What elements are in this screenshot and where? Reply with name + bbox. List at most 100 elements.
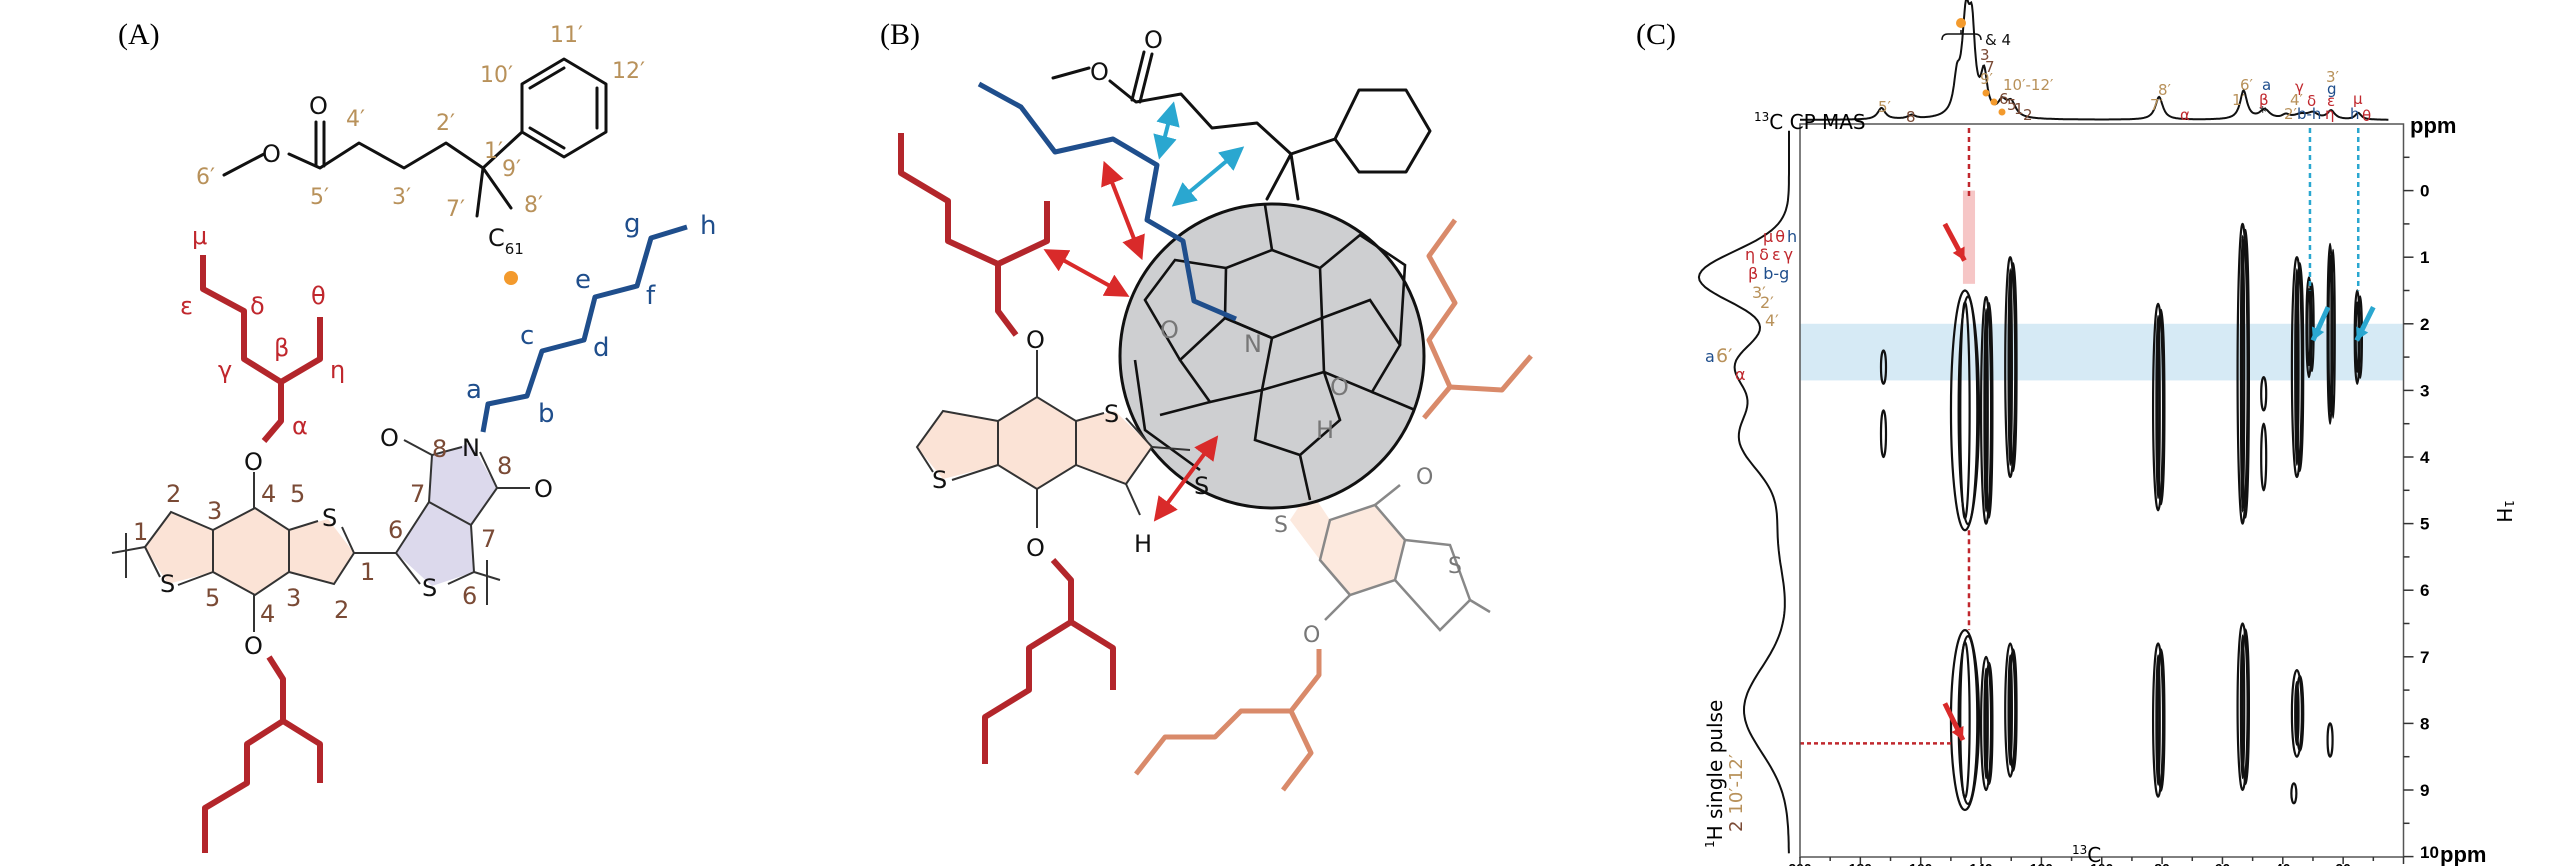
contour bbox=[2241, 628, 2251, 786]
contour bbox=[2007, 268, 2013, 467]
peak-label: 7′ bbox=[2150, 96, 2164, 114]
alkyl-label: d bbox=[593, 333, 610, 363]
c61-text: C bbox=[488, 224, 505, 252]
contour bbox=[2004, 256, 2017, 479]
contour bbox=[2156, 648, 2166, 792]
peak-label: α bbox=[2180, 106, 2190, 124]
pcbm-structure: O O C61 6′ 5′ 4′ 3′ 2′ 1′ 9′ 7′ 8′ 10′ 1… bbox=[196, 23, 645, 285]
x-tick-label: 180 bbox=[1849, 860, 1873, 866]
core-label: 3 bbox=[207, 497, 222, 525]
alkyl-label: c bbox=[520, 321, 534, 351]
label: h bbox=[1787, 227, 1797, 246]
y-axis-title-text: H bbox=[2492, 508, 2516, 523]
pcbm-label: 10′ bbox=[480, 63, 513, 88]
h1-projection-spectrum bbox=[1697, 130, 1790, 854]
x-tick-label: 80 bbox=[2154, 860, 2170, 866]
peak-label: a bbox=[2262, 76, 2271, 94]
atom-s: S bbox=[1274, 513, 1288, 538]
x-tick-label: 20 bbox=[2335, 860, 2351, 866]
contour bbox=[1983, 308, 1989, 513]
cp-mas-title-text: C CP MAS bbox=[1769, 110, 1865, 134]
contour bbox=[2236, 222, 2249, 525]
contour bbox=[2239, 634, 2246, 780]
pcbm-label: 3′ bbox=[392, 185, 411, 210]
contour bbox=[2004, 642, 2017, 778]
projection-title-sup: 1 bbox=[1703, 840, 1717, 848]
cp-mas-peak-labels: & 4 5′ 8 3 7 9′ 10′-12′ 6 5 1 2 7′ 8′ α … bbox=[1878, 31, 2371, 126]
atom-o: O bbox=[1330, 373, 1349, 401]
atom-o: O bbox=[1160, 316, 1179, 344]
y-axis-title: 1H bbox=[2492, 500, 2516, 523]
x-tick-label: 40 bbox=[2275, 860, 2291, 866]
contour bbox=[2241, 228, 2251, 519]
peak-label: 6′ bbox=[2240, 76, 2254, 94]
contour bbox=[2295, 675, 2305, 752]
atom-s: S bbox=[1194, 472, 1209, 500]
core-label: 4 bbox=[261, 480, 276, 508]
contour bbox=[1959, 301, 1971, 520]
atom-o: O bbox=[1026, 534, 1045, 562]
atom-s: S bbox=[322, 504, 337, 532]
peak-label: g bbox=[2327, 80, 2337, 98]
core-label: 1 bbox=[133, 518, 148, 546]
hetcor-plot bbox=[1800, 128, 2404, 812]
cp-mas-title-sup: 13 bbox=[1754, 110, 1769, 124]
x-tick-label: 60 bbox=[2215, 860, 2231, 866]
fullerene-c60: O N O H bbox=[1118, 202, 1426, 510]
label: α bbox=[1735, 365, 1746, 384]
y-tick-label: 4 bbox=[2420, 448, 2430, 467]
peak-label: 1 bbox=[2014, 100, 2024, 118]
side-chain-label: ε bbox=[180, 292, 193, 320]
pcbm-arm: O O bbox=[1051, 26, 1432, 201]
contour bbox=[1957, 635, 1979, 806]
pcbm-label: 4′ bbox=[346, 107, 365, 132]
y-tick-label: 9 bbox=[2420, 781, 2429, 800]
pcbm-label: 7′ bbox=[446, 197, 465, 222]
x-axis-title: 13C bbox=[2072, 843, 2101, 866]
y-tick-label: 5 bbox=[2420, 515, 2429, 534]
atom-o: O bbox=[1144, 26, 1163, 54]
contour bbox=[2294, 268, 2300, 467]
x-tick-label: 140 bbox=[1969, 860, 1993, 866]
core-numbering: 1 2 3 4 5 6 7 7 1 6 2 3 4 5 8 8 bbox=[133, 435, 512, 628]
side-chain-label: μ bbox=[192, 222, 207, 250]
faded-bdt-unit: O O S S bbox=[1274, 465, 1491, 648]
peak-label: ε bbox=[2327, 92, 2335, 110]
contour bbox=[2290, 782, 2298, 805]
alkyl-labels: a b c d e f g h bbox=[466, 209, 716, 429]
c61-marker-dot bbox=[504, 271, 518, 285]
polymer-structure: μ ε δ θ γ β η α a bbox=[111, 209, 716, 853]
contour bbox=[1949, 289, 1981, 532]
correlation-arrows bbox=[1043, 101, 1245, 522]
panel-b: (B) O O S S bbox=[880, 18, 1533, 792]
contour bbox=[1984, 661, 1994, 786]
peak-label: 5 bbox=[2007, 96, 2017, 114]
alkyl-label: f bbox=[646, 281, 656, 311]
projection-assignment: 210′-12′ bbox=[1726, 754, 1747, 832]
peak-label: 7 bbox=[1985, 58, 1995, 76]
plot-frame bbox=[1799, 123, 2405, 858]
y-tick-label: 2 bbox=[2420, 315, 2429, 334]
contour bbox=[2306, 288, 2312, 367]
atom-h: H bbox=[1316, 416, 1334, 444]
y-tick-label: 10 bbox=[2420, 843, 2439, 862]
pcbm-label: 5′ bbox=[310, 185, 329, 210]
contour bbox=[2239, 234, 2246, 513]
bracket bbox=[1941, 30, 1982, 41]
core-label: 1 bbox=[360, 558, 375, 586]
peak-label: γ bbox=[2295, 78, 2304, 96]
atom-h: H bbox=[1134, 530, 1152, 558]
contour bbox=[1979, 655, 1993, 792]
side-chain-label: γ bbox=[218, 356, 232, 384]
svg-text:βb-g: βb-g bbox=[1748, 264, 1789, 283]
highlight-box bbox=[1962, 190, 1976, 284]
contour bbox=[2327, 254, 2333, 413]
c61-label: C61 bbox=[488, 224, 524, 258]
peak-label: 2 bbox=[2023, 106, 2033, 124]
side-chain-label: δ bbox=[250, 292, 265, 320]
contour bbox=[1979, 296, 1993, 525]
atom-s: S bbox=[422, 574, 437, 602]
